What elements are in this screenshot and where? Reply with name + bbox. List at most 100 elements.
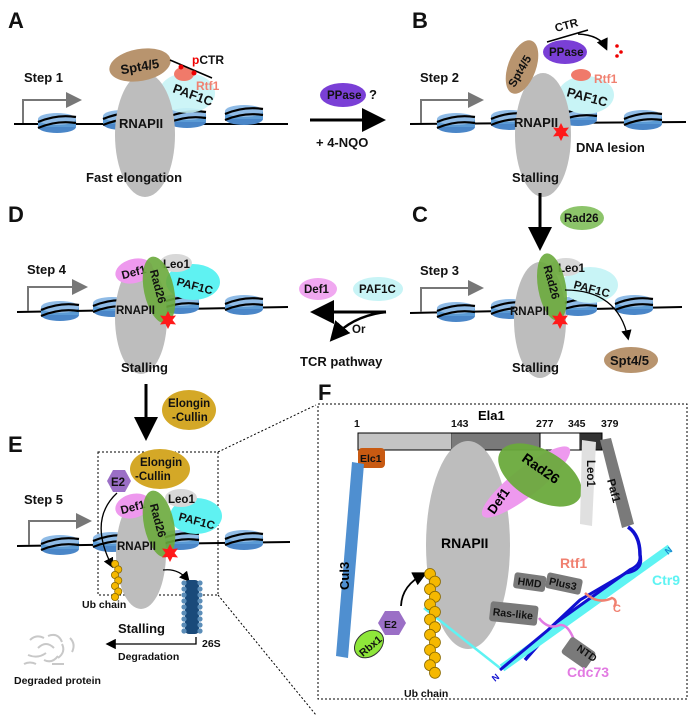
rnapii-label: RNAPII (116, 305, 155, 317)
rnapii-polymerase (515, 73, 571, 197)
release-arrow (577, 33, 608, 51)
phosphate-dot (191, 70, 197, 76)
proteasome-subunit (181, 580, 187, 586)
cul3-protein (336, 462, 364, 658)
panel-label: E (8, 432, 23, 457)
question-mark: ? (369, 87, 377, 102)
panel-f: F Ela1 1 143 277 345 379 Elc1 Cul3 RNAPI… (317, 380, 688, 700)
e2-enzyme (378, 611, 406, 635)
phosphate-dot (619, 50, 623, 54)
elongin-cullin-label: Elongin (140, 457, 182, 469)
or-label: Or (352, 324, 366, 336)
nucleosome-icon (622, 108, 664, 132)
proteasome-subunit (181, 598, 187, 604)
ub-chain-icon (424, 568, 441, 679)
paf1c-complex (353, 277, 403, 301)
paf1-protein (600, 438, 634, 528)
step-label: Step 1 (24, 70, 63, 85)
proteasome-subunit (181, 604, 187, 610)
proteasome-label: 26S (202, 638, 221, 650)
rnapii-label: RNAPII (441, 535, 488, 551)
e2-label: E2 (384, 619, 397, 631)
phosphate-dot (615, 44, 619, 48)
rnapii-polymerase (426, 441, 510, 649)
proteasome-26s-icon (181, 580, 203, 634)
state-caption: Stalling (121, 360, 168, 375)
proteasome-subunit (181, 616, 187, 622)
panel-label: A (8, 8, 24, 33)
zoom-detail-box (317, 403, 688, 700)
paf1c-label: PAF1C (359, 284, 396, 296)
ub-chain-label: Ub chain (404, 688, 448, 700)
rtf1-label: Rtf1 (560, 555, 587, 571)
step-label: Step 5 (24, 492, 63, 507)
panel-c: C Step 3 Leo1 Rad26 PAF1C RNAPII Spt4/5 … (409, 202, 683, 378)
ctr9-label: Ctr9 (652, 572, 680, 588)
ppase-label: PPase (549, 47, 584, 59)
paf1c-complex (159, 73, 215, 113)
cdc73-linker (538, 617, 576, 641)
leo1-protein (580, 440, 596, 526)
transition-a-to-b: PPase ? + 4-NQO (310, 83, 386, 150)
ppase-enzyme (320, 83, 366, 107)
def1-protein (115, 493, 151, 519)
paf1c-complex (170, 498, 222, 534)
promoter-arrow-icon (420, 280, 484, 312)
degradation-label: Degradation (118, 651, 179, 663)
cdc73-label: Cdc73 (567, 664, 609, 680)
promoter-arrow-icon (420, 92, 484, 123)
nucleosome-icon (435, 111, 477, 135)
ela1-tick: 277 (536, 418, 554, 430)
release-arrow (564, 289, 632, 341)
nucleosome-icon (39, 533, 81, 557)
paf1c-complex (558, 76, 614, 114)
proteasome-subunit (181, 610, 187, 616)
rad26-protein (142, 256, 176, 324)
elongin-cullin-label: -Cullin (135, 471, 171, 483)
rnapii-label: RNAPII (119, 116, 163, 131)
state-caption: Stalling (512, 170, 559, 185)
e2-enzyme (107, 470, 131, 492)
rbx1-protein (354, 629, 384, 659)
plus3-label: Plus3 (548, 576, 578, 594)
spt4-5-label: Spt4/5 (610, 353, 649, 368)
state-caption: Stalling (512, 360, 559, 375)
step-label: Step 4 (27, 262, 67, 277)
elongin-cullin-complex (130, 449, 190, 489)
proteasome-subunit (181, 622, 187, 628)
paf1c-complex (166, 264, 220, 300)
zoom-connector (217, 594, 317, 716)
proteasome-subunit (197, 598, 203, 604)
elc1-label: Elc1 (360, 453, 382, 465)
panel-b: B Step 2 RNAPII PAF1C Rtf1 Spt4/5 PPase … (409, 8, 687, 197)
ub-chain-label: Ub chain (82, 599, 126, 611)
hmd-domain (513, 572, 547, 592)
rtf1-linker (584, 592, 617, 608)
proteasome-subunit (197, 622, 203, 628)
rad26-protein (537, 253, 567, 321)
spt4-5-label: Spt4/5 (119, 56, 160, 78)
panel-label: F (318, 380, 331, 405)
ppase-label: PPase (327, 90, 362, 102)
rnapii-label: RNAPII (117, 541, 156, 553)
n-terminus-label: N (490, 672, 501, 684)
rtf1-protein (174, 67, 194, 81)
rtf1-label: Rtf1 (594, 72, 618, 86)
lesion-label: DNA lesion (576, 140, 645, 155)
rnapii-polymerase (115, 73, 175, 197)
rad26-protein (498, 443, 582, 507)
panel-label: B (412, 8, 428, 33)
leo1-protein (165, 489, 197, 507)
proteasome-subunit (181, 586, 187, 592)
c-terminus-label: C (613, 603, 621, 615)
phosphate-dot (178, 64, 184, 70)
ppase-enzyme (543, 40, 587, 64)
rad26-protein (560, 206, 604, 230)
proteasome-subunit (197, 586, 203, 592)
proteasome-subunit (181, 592, 187, 598)
degradation-arrow (105, 637, 197, 650)
ub-chain-icon (111, 560, 123, 602)
nucleosome-icon (223, 528, 265, 552)
nucleosome-icon (223, 293, 265, 317)
proteasome-subunit (197, 580, 203, 586)
